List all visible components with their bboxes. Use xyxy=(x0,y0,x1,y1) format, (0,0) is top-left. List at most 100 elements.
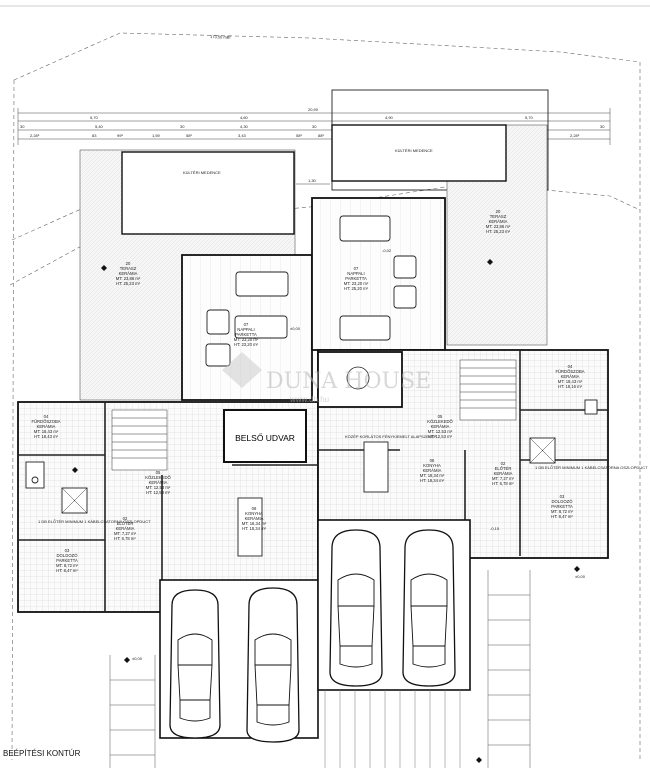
room-label-kitchen-left-line-4: HT: 18,34 m² xyxy=(242,526,267,531)
level-1: ±0,00 xyxy=(132,656,143,661)
driveway-left xyxy=(109,655,156,768)
watermark-url: www.dh.hu xyxy=(289,395,329,404)
room-label-bath-left-line-1: FÜRDŐSZOBA xyxy=(31,419,60,424)
room-label-study-right-line-4: HT: 8,47 m² xyxy=(551,514,573,519)
note-railing: KÖZÉP KORLÁTOS FÉNYKIEMELT ALAPSZELEP xyxy=(345,434,437,439)
room-label-study-left-line-3: MT: 8,72 m² xyxy=(56,563,79,568)
room-label-kitchen-left-line-1: KONYHA xyxy=(245,511,263,516)
dim-row2-a: 30 xyxy=(20,124,25,129)
dim-row1-c: 4,90 xyxy=(385,115,394,120)
round-table-icon xyxy=(346,366,370,390)
kontur-label: BEÉPÍTÉSI KONTÚR xyxy=(3,749,81,758)
dim-row2-c: 30 xyxy=(180,124,185,129)
room-label-living-left-line-2: PARKETTA xyxy=(235,332,257,337)
room-label-bath-right-line-1: FÜRDŐSZOBA xyxy=(555,369,584,374)
room-label-entry-right-line-2: KERÁMIA xyxy=(494,471,513,476)
bathroom-fixtures xyxy=(25,399,598,514)
room-label-terrace-right-line-1: TERASZ xyxy=(490,214,507,219)
note-mech-left: 1 DB ELŐTÉR MINIMUM 1 KÁBELCSATORNA OSZL… xyxy=(38,519,151,524)
site-boundary: 173,50 mBf xyxy=(9,32,641,761)
living-left-furniture xyxy=(205,271,289,367)
room-label-bath-left-line-0: 04 xyxy=(44,414,49,419)
room-label-entry-right-line-0: 02 xyxy=(501,461,506,466)
room-label-living-left-line-3: MT: 23,20 m² xyxy=(234,337,259,342)
site-width-label: 173,50 mBf xyxy=(210,34,232,40)
courtyard xyxy=(223,409,307,463)
dim-row1-a: 5,70 xyxy=(90,115,99,120)
room-label-bath-left-line-2: KERÁMIA xyxy=(37,424,56,429)
room-label-entry-right-line-3: MT: 7,27 m² xyxy=(492,476,515,481)
room-label-kitchen-right-line-3: MT: 18,34 m² xyxy=(420,473,445,478)
room-label-hall-left-line-3: MT: 12,53 m² xyxy=(146,485,171,490)
driveway-right xyxy=(487,570,531,768)
driveway-center xyxy=(324,690,461,768)
dim-row2-e: 30 xyxy=(312,124,317,129)
room-label-terrace-left-line-0: 20 xyxy=(126,261,131,266)
room-label-living-right-line-0: 07 xyxy=(354,266,359,271)
room-label-bath-right-line-4: HT: 18,16 m² xyxy=(558,384,583,389)
room-label-terrace-right-line-2: KERÁMIA xyxy=(489,219,508,224)
room-label-bath-right-line-3: MT: 18,43 m² xyxy=(558,379,583,384)
level-markers xyxy=(72,259,580,763)
pool-left xyxy=(121,151,295,235)
pool-right xyxy=(331,124,507,182)
stairs-left xyxy=(111,409,168,471)
dim-row3-d: 1,59 xyxy=(152,133,161,138)
car-1-icon xyxy=(169,589,221,739)
room-label-living-left-line-0: 07 xyxy=(244,322,249,327)
room-label-bath-left-line-4: HT: 18,43 m² xyxy=(34,434,59,439)
room-label-living-right-line-3: MT: 23,20 m² xyxy=(344,281,369,286)
car-3-icon xyxy=(329,529,383,687)
pool-right-label: KÜLTÉRI MEDENCE xyxy=(395,148,433,153)
living-right-furniture xyxy=(339,215,417,341)
room-label-kitchen-right-line-1: KONYHA xyxy=(423,463,441,468)
room-label-bath-right-line-0: 04 xyxy=(568,364,573,369)
room-label-terrace-right-line-3: MT: 23,86 m² xyxy=(486,224,511,229)
dim-row3-h: 88⁵ xyxy=(318,133,324,138)
dim-gap: 1,30 xyxy=(308,178,317,183)
room-label-study-left-line-0: 03 xyxy=(65,548,70,553)
room-label-terrace-right-line-0: 20 xyxy=(496,209,501,214)
level-3: ±0,00 xyxy=(290,326,301,331)
room-label-kitchen-left-line-0: 06 xyxy=(252,506,257,511)
room-label-study-right-line-3: MT: 8,72 m² xyxy=(551,509,574,514)
room-label-study-right-line-1: DOLGOZÓ xyxy=(552,499,574,504)
dim-row2-b: 5,40 xyxy=(95,124,104,129)
room-label-study-right-line-2: PARKETTA xyxy=(551,504,573,509)
stairs-right xyxy=(459,359,517,421)
room-label-study-right-line-0: 03 xyxy=(560,494,565,499)
room-label-hall-left-line-0: 05 xyxy=(156,470,161,475)
interior-walls xyxy=(18,350,608,612)
room-label-study-left-line-2: PARKETTA xyxy=(56,558,78,563)
level-4: -0,02 xyxy=(382,248,392,253)
room-label-kitchen-right-line-0: 06 xyxy=(430,458,435,463)
watermark: DUNA HOUSE www.dh.hu xyxy=(222,352,431,404)
room-label-entry-right-line-4: HT: 6,78 m² xyxy=(492,481,514,486)
room-label-terrace-left-line-3: MT: 23,86 m² xyxy=(116,276,141,281)
room-label-study-left-line-4: HT: 8,47 m² xyxy=(56,568,78,573)
room-label-entry-left-line-1: ELŐTÉR xyxy=(117,521,134,526)
pool-left-label: KÜLTÉRI MEDENCE xyxy=(183,170,221,175)
kitchen-island-right xyxy=(363,441,389,493)
room-label-hall-left-line-4: HT: 12,53 m² xyxy=(146,490,171,495)
room-label-entry-left-line-2: KERÁMIA xyxy=(116,526,135,531)
dim-row3-n: 2,28⁵ xyxy=(570,133,580,138)
room-label-kitchen-right-line-4: HT: 18,34 m² xyxy=(420,478,445,483)
room-label-hall-right-line-1: KÖZLEKEDŐ xyxy=(427,419,453,424)
courtyard-label: BELSŐ UDVAR xyxy=(235,433,295,443)
car-4-icon xyxy=(402,529,456,687)
dim-row1-b: 4,60 xyxy=(240,115,249,120)
room-label-living-right-line-2: PARKETTA xyxy=(345,276,367,281)
level-2: -0,15 xyxy=(490,526,500,531)
room-label-kitchen-right-line-2: KERÁMIA xyxy=(423,468,442,473)
dim-overall: 20,90 xyxy=(308,107,319,112)
room-label-living-right-line-1: NAPPALI xyxy=(347,271,364,276)
room-label-entry-right-line-1: ELŐTÉR xyxy=(495,466,512,471)
room-label-hall-right-line-2: KERÁMIA xyxy=(431,424,450,429)
room-label-living-left-line-1: NAPPALI xyxy=(237,327,254,332)
dim-row3-a: 2,28⁵ xyxy=(30,133,40,138)
room-label-kitchen-left-line-2: KERÁMIA xyxy=(245,516,264,521)
dim-row3-f: 3,43 xyxy=(238,133,247,138)
